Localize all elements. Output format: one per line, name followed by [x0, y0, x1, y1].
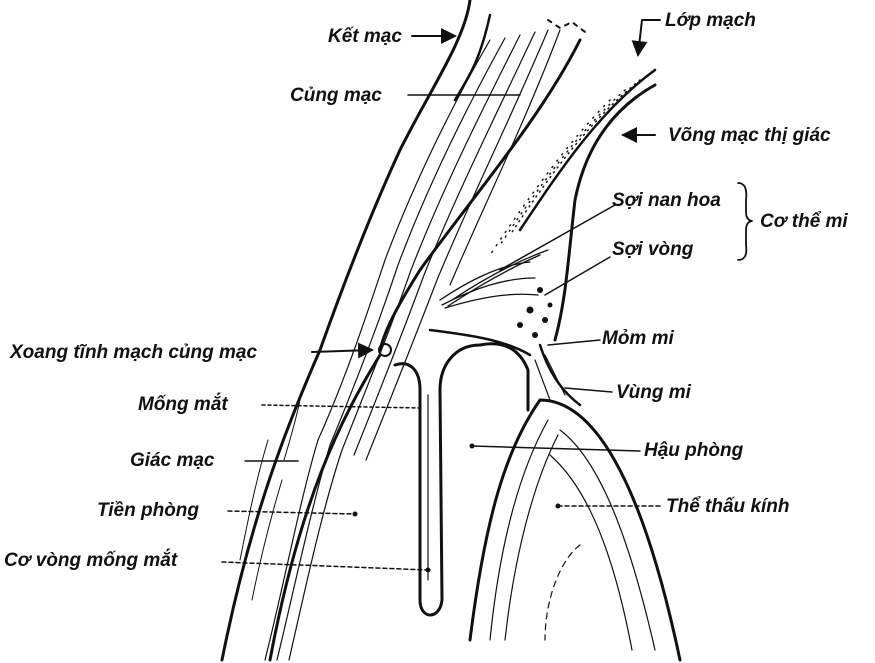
label-co-the-mi: Cơ thể mi: [760, 211, 848, 232]
label-mong-mat: Mống mắt: [138, 393, 228, 415]
leader-soi-nan-hoa: [500, 205, 615, 270]
sclera-cornea-wall: [222, 0, 580, 660]
label-lop-mach: Lớp mạch: [665, 10, 756, 31]
label-mom-mi: Mỏm mi: [602, 328, 675, 349]
label-soi-nan-hoa: Sợi nan hoa: [612, 190, 721, 211]
label-cung-mac: Củng mạc: [290, 85, 382, 106]
label-soi-vong: Sợi vòng: [612, 239, 694, 260]
ciliary-body: [430, 250, 553, 355]
label-co-vong-mong-mat: Cơ vòng mống mắt: [4, 549, 178, 571]
label-xoang-tinh-mach: Xoang tĩnh mạch củng mạc: [9, 342, 257, 363]
label-giac-mac: Giác mạc: [130, 450, 215, 471]
label-the-thau-kinh: Thể thấu kính: [666, 496, 790, 517]
iris: [379, 344, 480, 615]
leader-tien-phong: [228, 511, 355, 514]
label-vung-mi: Vùng mi: [616, 382, 692, 403]
lens: [470, 400, 680, 660]
leader-co-vong: [222, 562, 428, 570]
leader-lop-mach: [638, 20, 660, 55]
labels: Kết mạc Củng mạc Lớp mạch Võng mạc thị g…: [4, 10, 848, 573]
label-hau-phong: Hậu phòng: [644, 440, 744, 461]
label-ket-mac: Kết mạc: [328, 26, 402, 47]
leader-hau-phong: [472, 446, 640, 451]
retina-layer: [555, 85, 655, 340]
leader-vung-mi: [565, 388, 612, 392]
leader-mong-mat: [262, 405, 420, 408]
label-tien-phong: Tiền phòng: [97, 500, 199, 521]
leader-soi-vong: [545, 257, 610, 295]
label-vong-mac-thi-giac: Võng mạc thị giác: [668, 125, 831, 146]
brace-co-the-mi: [738, 183, 752, 260]
